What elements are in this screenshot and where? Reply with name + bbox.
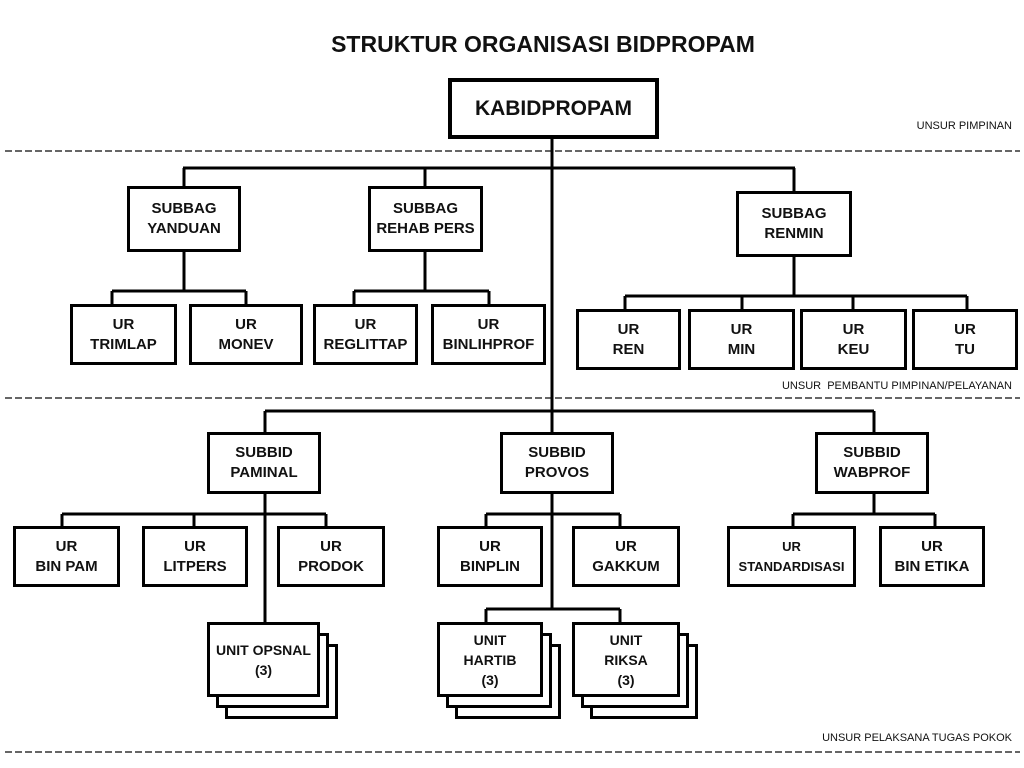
box-line: (3) [254,661,273,678]
box-line: REGLITTAP [323,335,408,353]
box-line: TRIMLAP [90,335,157,353]
ur-reglittap-box: UR REGLITTAP [313,304,418,365]
box-line: PROVOS [524,464,590,481]
subbag-renmin-box: SUBBAG RENMIN [736,191,852,257]
box-line: BIN PAM [35,557,98,575]
unit-hartib-box: UNIT HARTIB (3) [437,622,543,697]
box-line: (3) [481,671,499,688]
box-line: UR [235,315,257,333]
ur-prodok-box: UR PRODOK [277,526,385,587]
subbag-rehab-pers-box: SUBBAG REHAB PERS [368,186,483,252]
box-line: UNIT [609,631,643,648]
box-line: SUBBAG [151,200,217,217]
subbag-yanduan-box: SUBBAG YANDUAN [127,186,241,252]
box-line: SUBBID [235,444,293,461]
box-line: YANDUAN [147,220,221,237]
box-line: UR [842,320,865,338]
ur-monev-box: UR MONEV [189,304,303,365]
box-line: MIN [727,340,756,358]
unit-riksa-box: UNIT RIKSA (3) [572,622,680,697]
ur-binplin-box: UR BINPLIN [437,526,543,587]
section-separators [5,150,1020,753]
box-line: SUBBID [528,444,586,461]
box-line: UR [479,537,501,555]
box-line: RIKSA [604,651,648,668]
section-label-pembantu: UNSUR PEMBANTU PIMPINAN/PELAYANAN [781,380,1012,392]
box-line: (3) [617,671,635,688]
box-line: BINLIHPROF [442,335,535,353]
box-line: UR [55,537,78,555]
ur-tu-box: UR TU [912,309,1018,370]
unit-opsnal-box: UNIT OPSNAL (3) [207,622,320,697]
box-line: UNIT OPSNAL [216,641,311,658]
ur-min-box: UR MIN [688,309,795,370]
ur-ren-box: UR REN [576,309,681,370]
box-line: WABPROF [833,464,911,481]
box-line: RENMIN [764,225,824,242]
box-line: SUBBID [843,444,901,461]
box-line: SUBBAG [761,205,827,222]
box-line: REHAB PERS [376,220,475,237]
subbid-wabprof-box: SUBBID WABPROF [815,432,929,494]
box-line: UR [954,320,976,338]
box-line: BIN ETIKA [894,557,970,575]
ur-standardisasi-box: UR STANDARDISASI [727,526,856,587]
chart-title: STRUKTUR ORGANISASI BIDPROPAM [331,31,755,57]
box-line: UR [617,320,640,338]
box-line: BINPLIN [460,557,520,575]
ur-bin-pam-box: UR BIN PAM [13,526,120,587]
box-line: GAKKUM [592,557,660,575]
connector-lines [60,139,969,623]
section-label-pelaksana: UNSUR PELAKSANA TUGAS POKOK [822,732,1012,744]
box-line: TU [955,340,975,358]
box-line: UR [477,315,500,333]
box-line: UNIT [473,631,507,648]
box-line: HARTIB [463,651,517,668]
box-line: KEU [837,340,870,358]
subbid-provos-box: SUBBID PROVOS [500,432,614,494]
box-line: UR [730,320,753,338]
box-line: UR [320,537,342,555]
box-line: REN [612,340,645,358]
section-label-pimpinan: UNSUR PIMPINAN [916,120,1012,132]
box-line: STANDARDISASI [738,558,845,574]
ur-litpers-box: UR LITPERS [142,526,248,587]
box-line: PAMINAL [230,464,298,481]
box-line: MONEV [218,335,274,353]
box-line: LITPERS [163,557,227,575]
box-line: UR [921,537,943,555]
box-line: UR [184,537,206,555]
box-line: UR [615,537,637,555]
box-line: UR [782,538,801,554]
kabidpropam-box: KABIDPROPAM [448,78,659,139]
ur-keu-box: UR KEU [800,309,907,370]
ur-binlihprof-box: UR BINLIHPROF [431,304,546,365]
box-line: UR [112,315,135,333]
box-line: PRODOK [298,557,364,575]
ur-trimlap-box: UR TRIMLAP [70,304,177,365]
box-line: UR [354,315,377,333]
kabidpropam-label: KABIDPROPAM [474,96,633,120]
box-line: SUBBAG [392,200,458,217]
subbid-paminal-box: SUBBID PAMINAL [207,432,321,494]
ur-gakkum-box: UR GAKKUM [572,526,680,587]
ur-bin-etika-box: UR BIN ETIKA [879,526,985,587]
